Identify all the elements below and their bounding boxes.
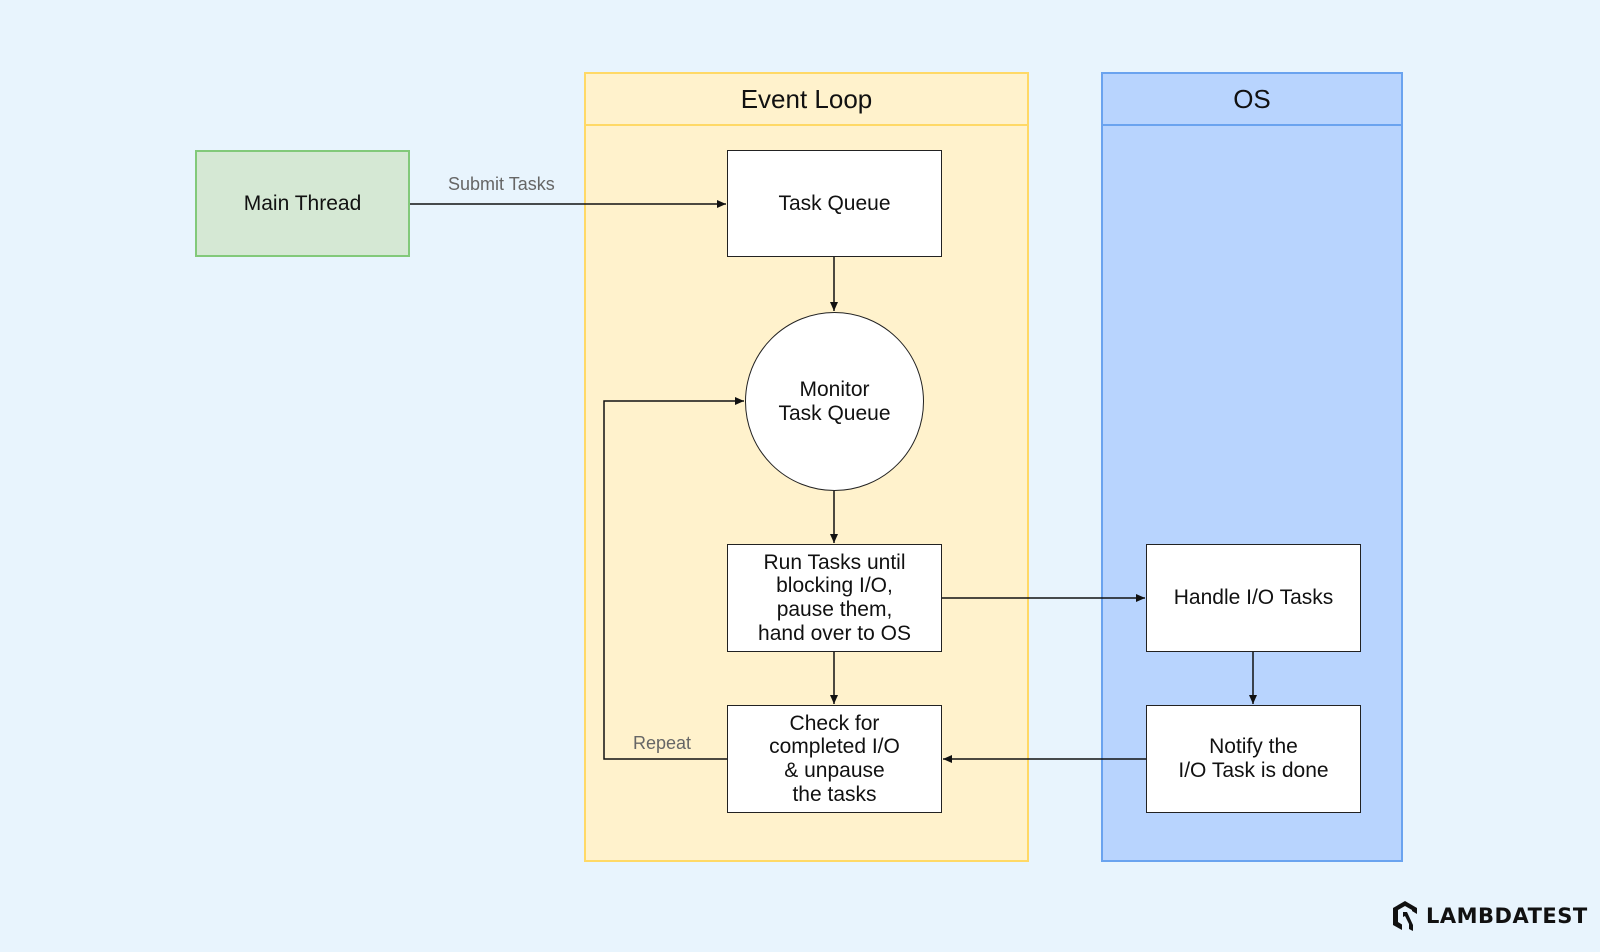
check-completed-node: Check for completed I/O & unpause the ta… xyxy=(727,705,942,813)
monitor-task-queue-node: Monitor Task Queue xyxy=(745,312,924,491)
handle-io-tasks-node: Handle I/O Tasks xyxy=(1146,544,1361,652)
notify-io-done-node: Notify the I/O Task is done xyxy=(1146,705,1361,813)
task-queue-node: Task Queue xyxy=(727,150,942,257)
submit-tasks-label: Submit Tasks xyxy=(448,174,555,194)
lambdatest-logo: LAMBDATEST xyxy=(1390,898,1588,934)
event-loop-title: Event Loop xyxy=(586,74,1027,126)
lambdatest-wordmark: LAMBDATEST xyxy=(1426,904,1588,928)
lambdatest-logo-icon xyxy=(1393,901,1417,931)
os-title: OS xyxy=(1103,74,1401,126)
edge-repeat-loop xyxy=(603,397,744,760)
repeat-label: Repeat xyxy=(633,733,692,753)
main-thread-node: Main Thread xyxy=(195,150,410,257)
run-tasks-node: Run Tasks until blocking I/O, pause them… xyxy=(727,544,942,652)
